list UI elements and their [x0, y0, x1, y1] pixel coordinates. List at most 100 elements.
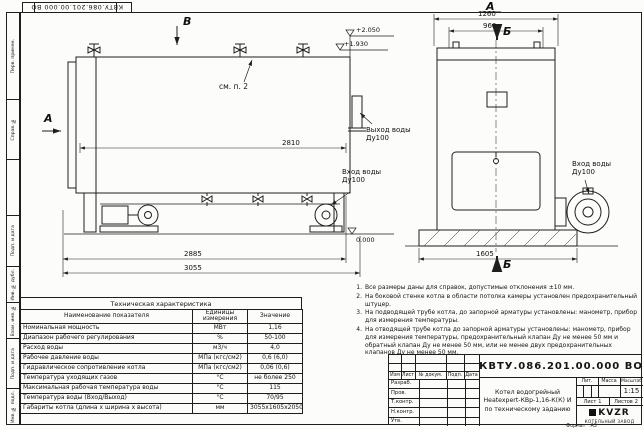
note-text: На боковой стенке котла в области потолк… [365, 292, 638, 308]
divider [576, 385, 643, 386]
sig-row-label: Н.контр. [391, 409, 415, 415]
divider [415, 355, 416, 379]
sig-row-label: Т.контр. [391, 399, 414, 405]
format-value: А3 [590, 424, 597, 429]
divider [479, 377, 643, 378]
note-item: 2. На боковой стенке котла в области пот… [354, 293, 640, 309]
leader-line [584, 179, 590, 195]
margin-cell [7, 159, 19, 215]
left-margin-strip: Перв. примен. Справ. № Подп. и дата Инв.… [6, 12, 20, 425]
section-b-bottom: Б [503, 258, 512, 271]
logo-row: KVZR [589, 408, 629, 418]
divider [389, 407, 479, 408]
divider [401, 355, 402, 379]
divider [576, 377, 577, 426]
note-number: 3. [356, 309, 362, 317]
divider [389, 379, 479, 380]
base-frame [405, 229, 618, 247]
sig-row-label: Утв. [391, 418, 402, 424]
divider [620, 377, 621, 397]
front-view-title: А [486, 0, 495, 13]
pump-unit [99, 204, 159, 233]
scale-value: 1:15 [623, 387, 640, 395]
divider [464, 355, 465, 379]
left-leg [83, 192, 97, 233]
burner-plate [67, 61, 77, 189]
company-name: КОТЕЛЬНЫЙ ЗАВОД [584, 418, 635, 424]
tech-table-title: Техническая характеристика [20, 297, 302, 309]
sig-row-label: Разраб. [391, 380, 412, 386]
divider [609, 397, 610, 405]
change-col-header: Изм [390, 372, 400, 378]
sheet-value: 1 [598, 398, 602, 405]
margin-cell: Справ. № [7, 99, 19, 159]
format-label: Формат [566, 424, 586, 429]
sheet-frame [20, 12, 642, 425]
valve-icon [252, 193, 264, 206]
leader-lines [243, 59, 373, 206]
divider [447, 379, 448, 426]
divider [419, 379, 420, 426]
divider [583, 385, 584, 397]
valve-icon [301, 193, 313, 206]
sheets-value: 2 [634, 398, 638, 405]
col-header: Значение [247, 309, 303, 324]
water-outlet-nozzle [348, 95, 366, 132]
margin-cell: Подп. и дата [7, 215, 19, 266]
table-row: Габариты котла (длина х ширина х высота)… [20, 402, 303, 414]
dimension-lines [62, 143, 361, 277]
divider [389, 363, 479, 364]
col-header: Единицы измерения [192, 309, 248, 324]
table-row: Диапазон рабочего регулирования%50-100 [20, 332, 303, 344]
notes-list: 1. Все размеры даны для справок, допусти… [354, 284, 640, 358]
divider [576, 397, 643, 398]
mass-label: Масса [601, 379, 617, 384]
note-text: На отводящей трубе котла до запорной арм… [365, 325, 631, 357]
change-col-header: Подп. [447, 372, 463, 378]
divider [389, 398, 479, 399]
dim-1605: 1605 [476, 250, 494, 258]
note-number: 4. [356, 325, 362, 333]
water-inlet-label-side: Вход воды Ду100 [342, 168, 382, 185]
format-note: Формат А3 [566, 424, 597, 429]
view-letter-a: А [44, 112, 53, 125]
water-outlet-label: Выход воды Ду100 [366, 126, 411, 143]
product-name: Котел водогрейный Heatexpert-КВр-1,16-К(… [483, 389, 572, 413]
dimension-lines [418, 14, 578, 263]
note-item: 3. На подводящей трубе котла, до запорно… [354, 309, 640, 325]
water-inlet-label-front: Вход воды Ду100 [572, 160, 612, 177]
lit-label: Лит. [581, 379, 593, 384]
doc-number: КВТУ.086.201.00.000 ВО [479, 360, 643, 372]
change-col-header: Лист [401, 372, 415, 378]
company-logo: KVZR КОТЕЛЬНЫЙ ЗАВОД [577, 406, 642, 425]
sheets-cell: Листов 2 [610, 398, 642, 405]
valve-icon [201, 193, 213, 206]
boiler-shell [75, 56, 351, 194]
valve-icon [296, 43, 310, 57]
divider [465, 379, 466, 426]
divider [389, 417, 479, 418]
inspection-plate [486, 91, 508, 108]
dim-2885: 2885 [184, 250, 202, 258]
scale-label: Масштаб [621, 379, 642, 384]
furnace-door [451, 151, 541, 211]
valve-icon [233, 43, 247, 57]
col-header: Наименование показателя [20, 309, 193, 324]
change-col-header: Дата [465, 372, 478, 378]
sheet-cell: Лист 1 [577, 398, 608, 405]
logo-text: KVZR [598, 407, 630, 418]
blower-side [309, 203, 343, 233]
section-b-top: Б [503, 25, 512, 38]
lifting-lug [533, 41, 541, 49]
view-letter-b: В [183, 15, 192, 28]
side-view [42, 26, 394, 277]
